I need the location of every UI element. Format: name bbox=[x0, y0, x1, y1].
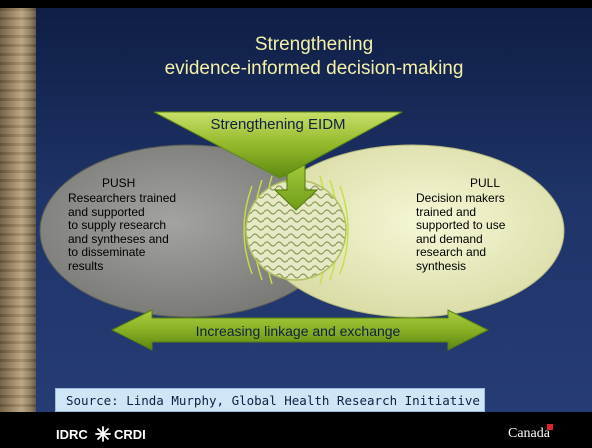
slide-title-line-1: Strengthening bbox=[254, 34, 374, 55]
canada-flag-icon bbox=[547, 424, 553, 430]
idrc-crdi-logo: IDRC CRDI bbox=[56, 426, 146, 442]
strengthening-eidm-label: Strengthening EIDM bbox=[210, 116, 346, 133]
canada-wordmark: Canada bbox=[508, 426, 550, 441]
decorative-photo-strip bbox=[0, 8, 36, 412]
snowflake-star-icon bbox=[95, 426, 111, 442]
slide-title-line-2: evidence-informed decision-making bbox=[164, 58, 464, 79]
push-line: and supported bbox=[68, 204, 145, 219]
idrc-text: IDRC bbox=[56, 427, 88, 442]
pull-line: and demand bbox=[416, 231, 483, 246]
pull-line: trained and bbox=[416, 204, 477, 219]
source-citation-text: Source: Linda Murphy, Global Health Rese… bbox=[66, 393, 480, 408]
push-line: to supply research bbox=[68, 218, 167, 232]
pull-line: supported to use bbox=[416, 218, 506, 232]
push-description: Researchers trained and supported to sup… bbox=[68, 191, 228, 273]
push-line: results bbox=[68, 258, 104, 273]
down-arrow-icon bbox=[273, 161, 319, 211]
push-line: to disseminate bbox=[68, 245, 146, 259]
pull-line: synthesis bbox=[416, 258, 467, 273]
pull-line: research and bbox=[416, 245, 487, 259]
source-citation-box: Source: Linda Murphy, Global Health Rese… bbox=[55, 388, 485, 412]
push-line: and syntheses and bbox=[68, 231, 169, 246]
pull-description: Decision makers trained and supported to… bbox=[416, 191, 546, 273]
push-line: Researchers trained bbox=[68, 191, 177, 205]
linkage-exchange-label: Increasing linkage and exchange bbox=[195, 323, 401, 339]
bottom-double-arrow bbox=[110, 309, 490, 351]
top-border bbox=[0, 0, 592, 8]
top-triangle-arrow bbox=[153, 111, 403, 179]
crdi-text: CRDI bbox=[114, 427, 146, 442]
pull-heading: PULL bbox=[470, 176, 501, 190]
push-heading: PUSH bbox=[102, 176, 136, 190]
pull-line: Decision makers bbox=[416, 191, 505, 205]
